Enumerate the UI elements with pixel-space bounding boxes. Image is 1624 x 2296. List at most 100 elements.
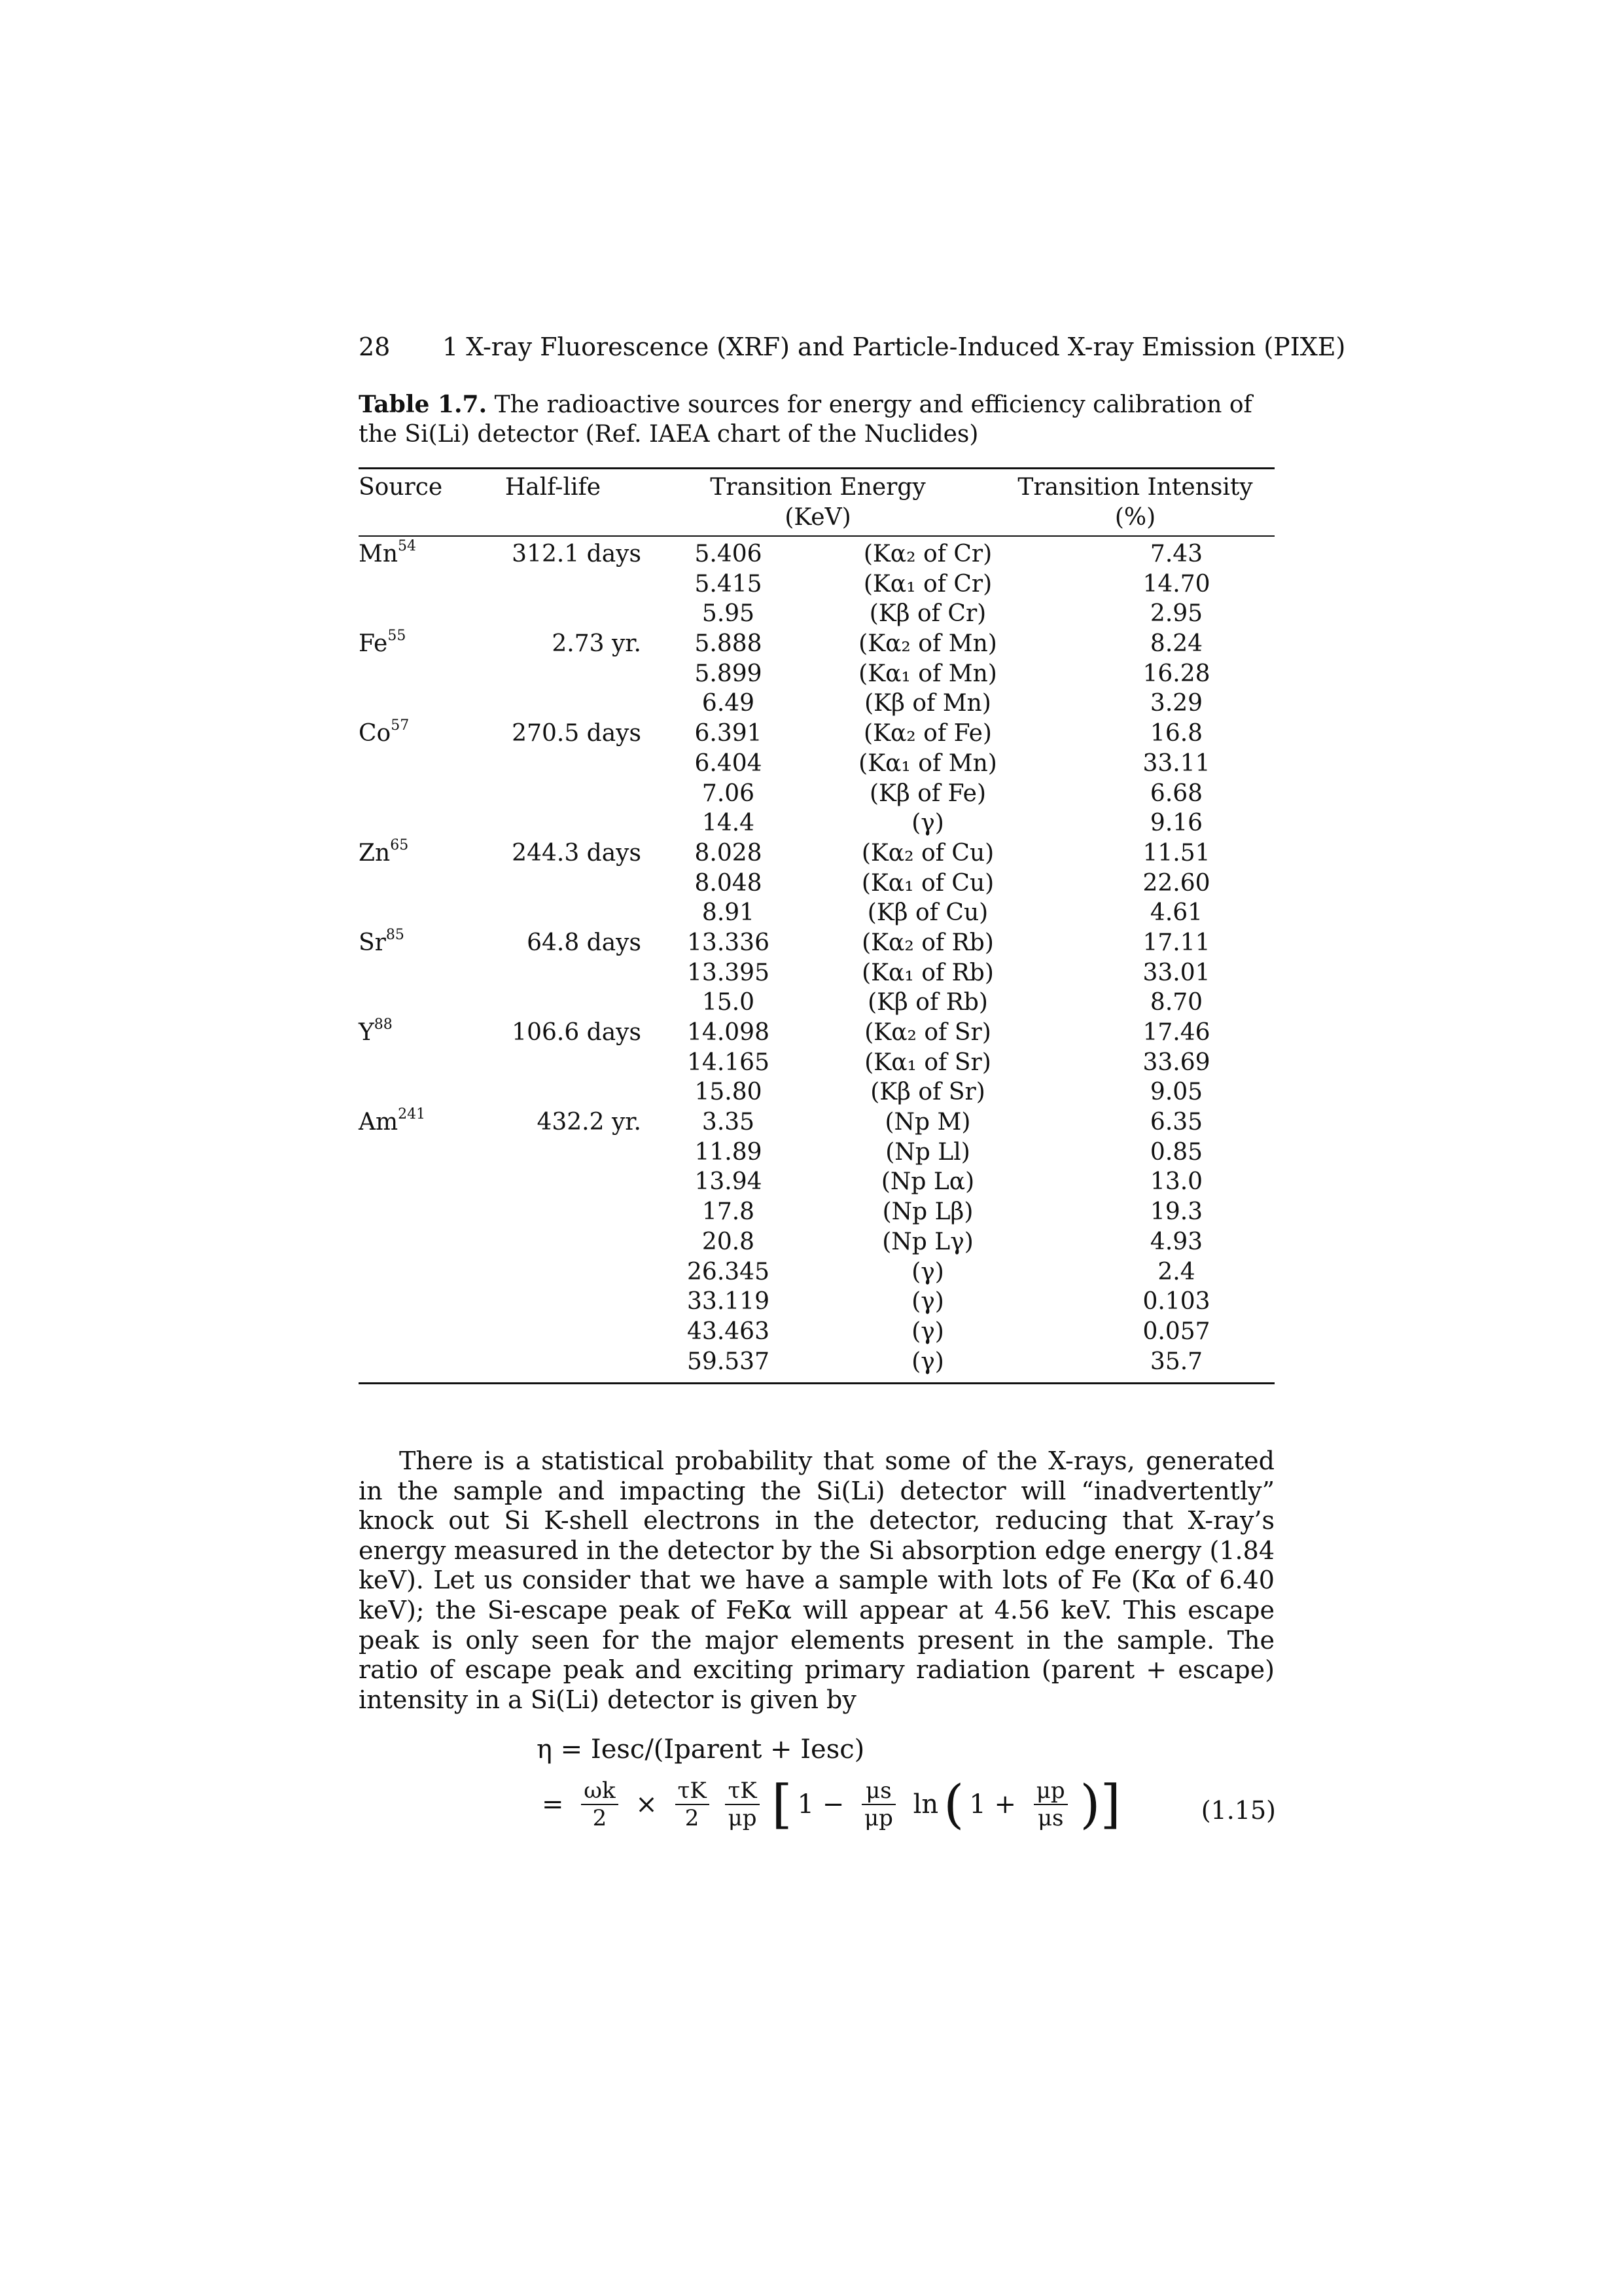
table-row: 59.537(γ)35.7 (359, 1347, 1275, 1377)
cell-source-mass-number: 85 (385, 926, 404, 943)
cell-transition: (Kβ of Cr) (869, 600, 987, 628)
ln-operator: ln (913, 1789, 939, 1820)
cell-intensity: 6.68 (1150, 780, 1203, 807)
cell-energy: 8.028 (694, 839, 762, 867)
page-number: 28 (359, 332, 391, 361)
cell-transition: (Kα₂ of Rb) (862, 929, 994, 956)
table-caption: Table 1.7. The radioactive sources for e… (359, 390, 1275, 449)
fraction-omega-numerator: ωk (581, 1778, 618, 1805)
cell-energy: 15.80 (694, 1079, 762, 1106)
cell-energy: 8.91 (701, 899, 755, 927)
cell-source: Am241 (359, 1107, 425, 1138)
cell-source-mass-number: 241 (398, 1106, 426, 1123)
cell-transition: (Kα₁ of Rb) (862, 959, 994, 986)
cell-energy: 3.35 (701, 1109, 755, 1136)
cell-energy: 43.463 (687, 1318, 769, 1345)
one-term: 1 − (797, 1789, 845, 1820)
cell-transition: (Kα₂ of Sr) (864, 1019, 991, 1046)
table-row: 26.345(γ)2.4 (359, 1257, 1275, 1287)
cell-intensity: 22.60 (1142, 869, 1210, 897)
table-caption-text: The radioactive sources for energy and e… (359, 391, 1252, 448)
cell-half-life: 244.3 days (512, 839, 641, 867)
table-row: 15.0(Kβ of Rb)8.70 (359, 988, 1275, 1018)
cell-transition: (Np Lβ) (882, 1198, 974, 1226)
header-energy-unit: (KeV) (785, 504, 851, 531)
cell-half-life: 432.2 yr. (537, 1109, 641, 1136)
cell-intensity: 3.29 (1150, 690, 1203, 717)
cell-energy: 13.395 (687, 959, 769, 986)
table-row: 8.91(Kβ of Cu)4.61 (359, 898, 1275, 928)
cell-source: Mn54 (359, 539, 416, 569)
cell-energy: 6.404 (694, 749, 762, 777)
cell-transition: (Kα₂ of Mn) (858, 630, 997, 658)
table-row: 13.395(Kα₁ of Rb)33.01 (359, 958, 1275, 988)
table-row: 5.415 (Kα₁ of Cr) 14.70 (359, 569, 1275, 600)
table-row: 14.4 (γ) 9.16 (359, 808, 1275, 838)
cell-intensity: 7.43 (1150, 541, 1203, 567)
table-row: Mn54 312.1 days 5.406 (Kα₂ of Cr) 7.43 (359, 539, 1275, 569)
cell-intensity: 4.93 (1150, 1228, 1203, 1255)
cell-source-mass-number: 65 (390, 836, 409, 853)
cell-transition: (γ) (911, 1318, 944, 1345)
cell-energy: 5.406 (694, 541, 762, 567)
cell-transition: (Kβ of Fe) (870, 780, 986, 807)
cell-intensity: 17.46 (1142, 1019, 1210, 1046)
cell-energy: 14.4 (701, 810, 755, 837)
cell-transition: (γ) (911, 810, 944, 837)
table-top-rule (359, 467, 1275, 469)
cell-energy: 13.94 (694, 1168, 762, 1196)
cell-energy: 33.119 (687, 1288, 769, 1316)
cell-intensity: 0.057 (1142, 1318, 1210, 1345)
cell-transition: (Kβ of Sr) (870, 1079, 985, 1106)
cell-half-life: 270.5 days (512, 720, 641, 747)
header-transition-energy: Transition Energy (KeV) (654, 473, 981, 533)
fraction-tau-denominator: 2 (684, 1805, 699, 1831)
cell-intensity: 9.16 (1150, 810, 1203, 837)
times-sign: × (635, 1789, 658, 1820)
cell-intensity: 13.0 (1150, 1168, 1203, 1196)
cell-energy: 20.8 (701, 1228, 755, 1255)
cell-transition: (Np M) (885, 1109, 971, 1136)
cell-intensity: 9.05 (1150, 1079, 1203, 1106)
table-row: 5.899(Kα₁ of Mn)16.28 (359, 659, 1275, 689)
cell-transition: (Np Ll) (885, 1138, 970, 1166)
cell-transition: (Kα₁ of Cr) (863, 570, 993, 598)
cell-source-element: Sr (359, 929, 386, 956)
fraction-mu-p-denominator: μp (864, 1805, 893, 1831)
right-bracket: ] (1100, 1774, 1121, 1835)
cell-source-mass-number: 57 (391, 717, 410, 734)
table-row: 13.94(Np Lα)13.0 (359, 1167, 1275, 1197)
header-intensity-label: Transition Intensity (1017, 474, 1253, 501)
cell-intensity: 35.7 (1150, 1348, 1203, 1375)
table-bottom-rule (359, 1382, 1275, 1384)
cell-energy: 17.8 (701, 1198, 755, 1226)
cell-energy: 14.165 (687, 1049, 769, 1076)
cell-half-life: 312.1 days (512, 541, 641, 567)
table-row: 33.119(γ)0.103 (359, 1287, 1275, 1317)
table-row: 17.8(Np Lβ)19.3 (359, 1197, 1275, 1227)
table-label: Table 1.7. (359, 391, 487, 418)
cell-transition: (Kβ of Mn) (864, 690, 991, 717)
table-row: 43.463 (γ) 0.057 (359, 1317, 1275, 1347)
cell-energy: 5.415 (694, 570, 762, 598)
cell-energy: 6.49 (701, 690, 755, 717)
cell-source: Y88 (359, 1018, 393, 1048)
cell-intensity: 14.70 (1142, 570, 1210, 598)
table-row: 20.8(Np Lγ)4.93 (359, 1227, 1275, 1257)
body-paragraph-text: There is a statistical probability that … (359, 1446, 1275, 1714)
fraction-tau-mu-numerator: τK (725, 1778, 760, 1805)
table-row: 11.89(Np Ll)0.85 (359, 1138, 1275, 1168)
cell-source: Zn65 (359, 838, 408, 869)
cell-energy: 8.048 (694, 869, 762, 897)
cell-source-mass-number: 55 (387, 628, 406, 645)
cell-transition: (Kα₂ of Cr) (863, 541, 993, 567)
cell-source-element: Y (359, 1019, 374, 1046)
